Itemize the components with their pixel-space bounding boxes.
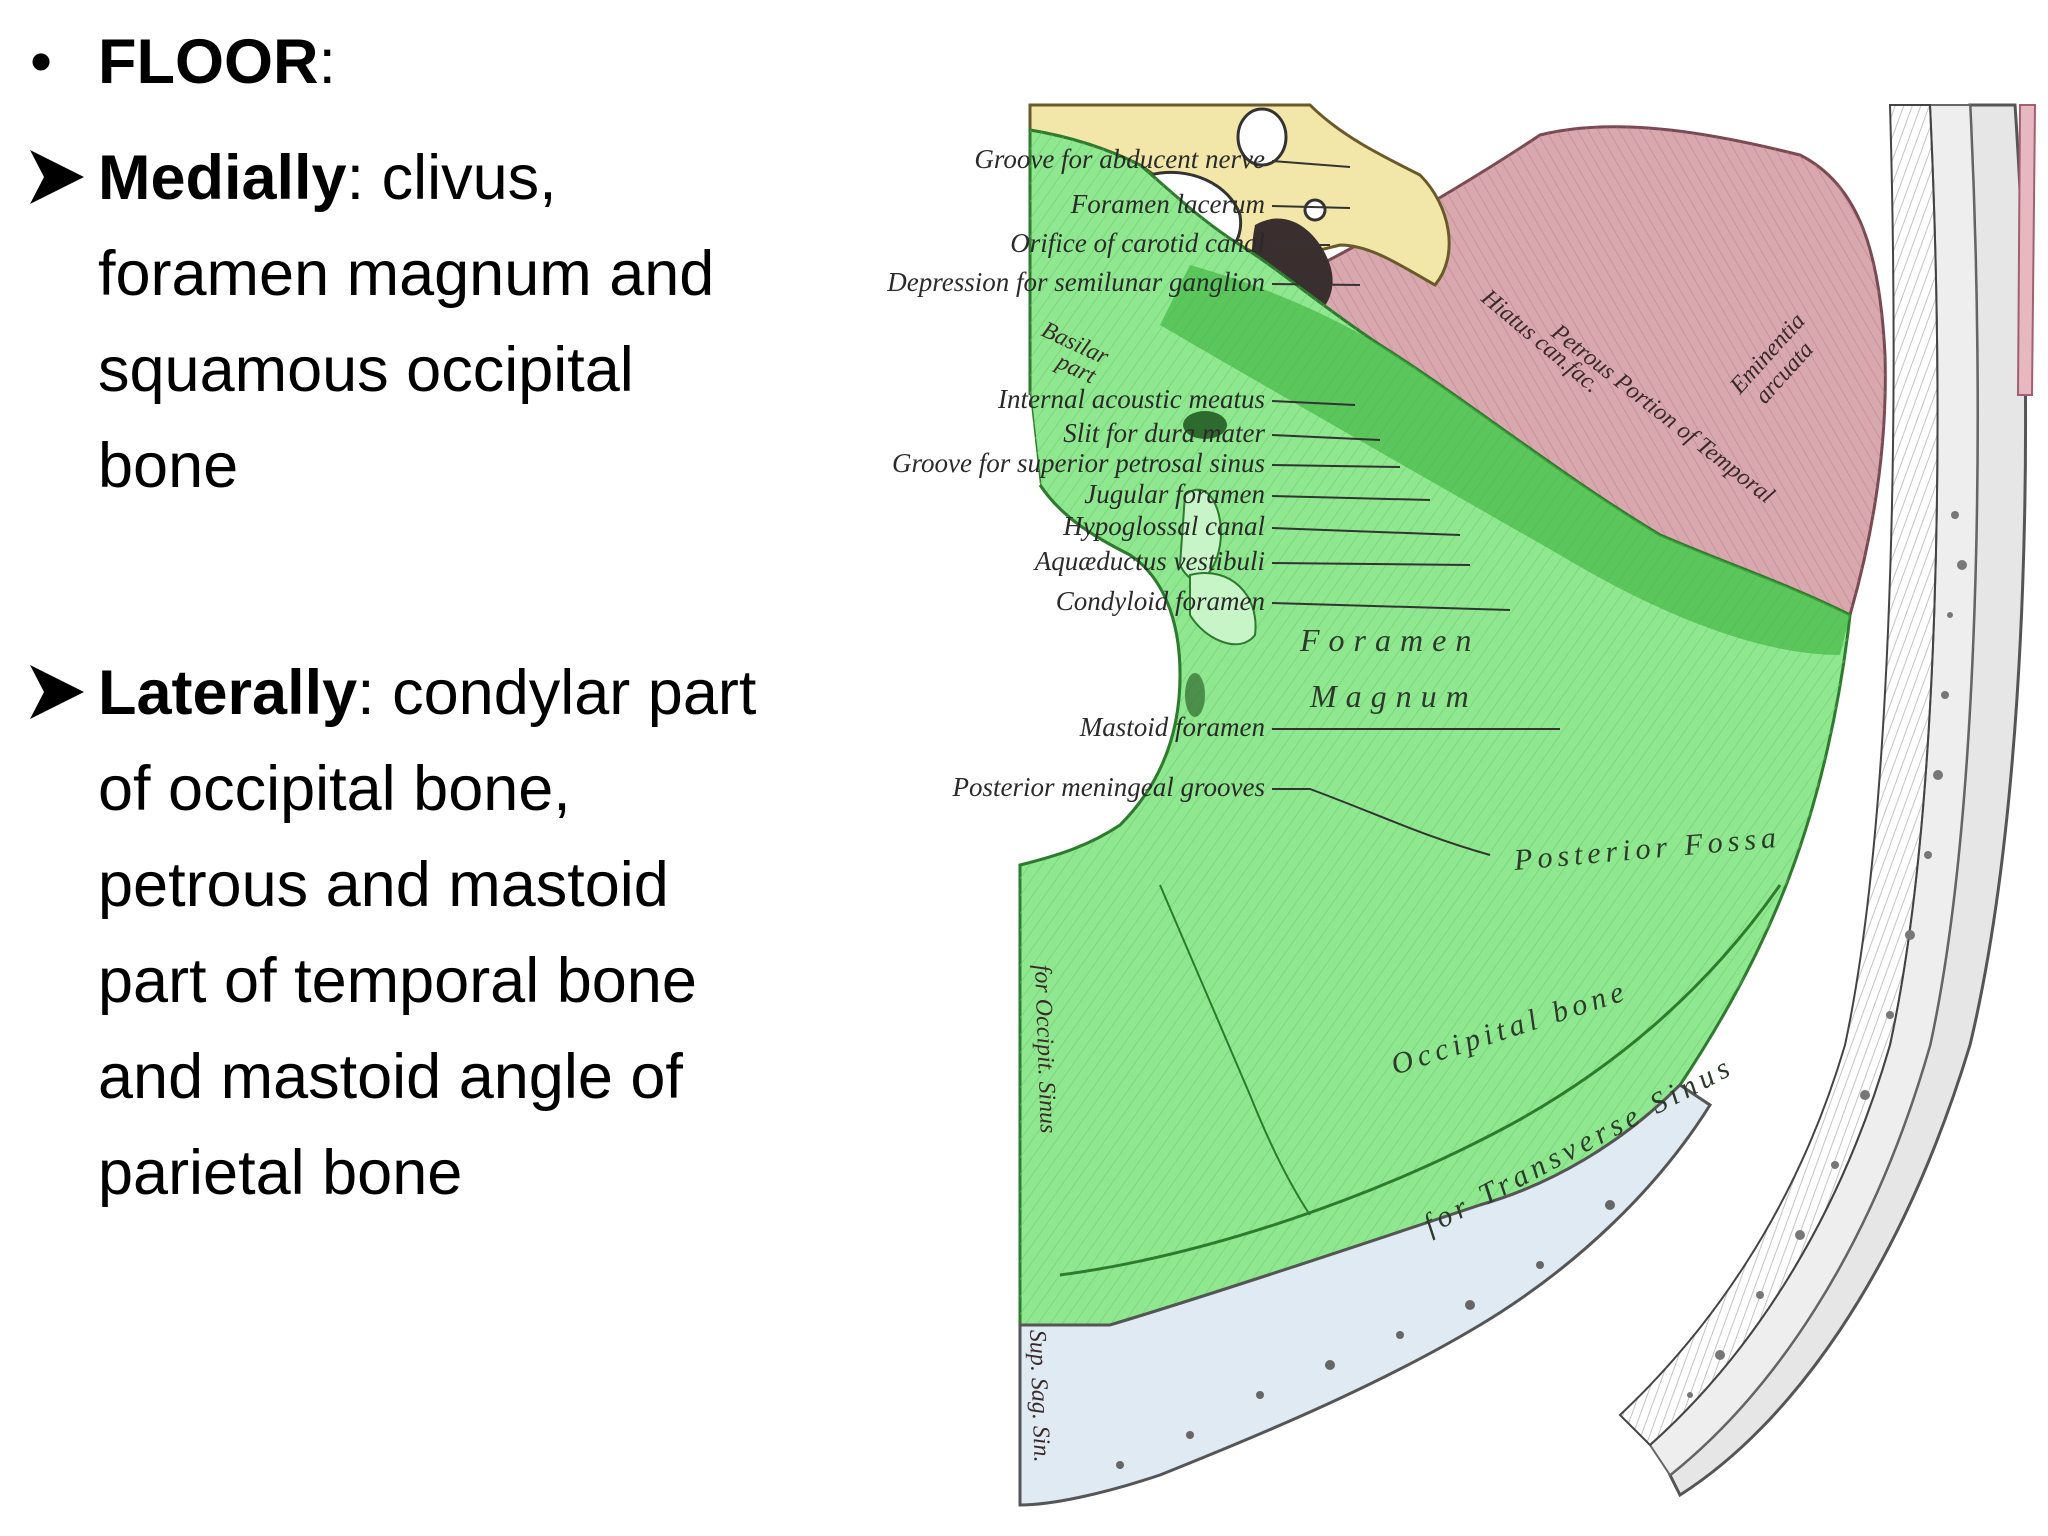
medially-keyword: Medially <box>98 143 347 213</box>
label-depression-semilunar-ganglion: Depression for semilunar ganglion <box>886 267 1265 297</box>
condyloid-foramen-hole <box>1185 673 1205 717</box>
label-mastoid-foramen: Mastoid foramen <box>1079 712 1265 742</box>
medially-line-4: bone <box>98 431 239 501</box>
floor-heading-label: FLOOR <box>98 27 319 97</box>
label-posterior-fossa: Posterior Fossa <box>1512 821 1782 877</box>
leader-lines <box>1271 160 1560 856</box>
label-groove-superior-petrosal-sinus: Groove for superior petrosal sinus <box>892 448 1265 478</box>
occipital-hatching <box>1020 130 1850 1325</box>
label-magnum: Magnum <box>1309 678 1478 714</box>
label-slit-dura-mater: Slit for dura mater <box>1063 418 1265 448</box>
meningeal-groove <box>1159 884 1311 1216</box>
laterally-line-6: parietal bone <box>98 1138 463 1208</box>
skull-base-illustration <box>1018 103 2037 1507</box>
label-transverse-sinus: for Transverse Sinus <box>1418 1049 1740 1241</box>
label-hypoglossal-canal: Hypoglossal canal <box>1062 511 1265 541</box>
label-orifice-carotid-canal: Orifice of carotid canal <box>1010 228 1265 258</box>
bullet-dot: • <box>30 27 53 97</box>
parietal-bottom-region <box>1018 1083 1713 1507</box>
label-condyloid-foramen: Condyloid foramen <box>1056 586 1265 616</box>
floor-heading-colon: : <box>318 27 336 97</box>
skull-wall-inner <box>1618 104 1939 1447</box>
medially-line-1: : clivus, <box>346 143 557 213</box>
label-jugular-foramen: Jugular foramen <box>1084 479 1265 509</box>
laterally-keyword: Laterally <box>98 658 358 728</box>
arrow-bullet-icon <box>30 150 84 204</box>
label-foramen: Foramen <box>1299 622 1480 658</box>
label-sup-sag-sin: Sup. Sag. Sin. <box>1024 1329 1055 1462</box>
medially-line-2: foramen magnum and <box>98 239 715 309</box>
label-occipit-sinus: for Occipit. Sinus <box>1029 964 1061 1133</box>
diploe-pores <box>1687 511 1967 1398</box>
bottom-bone-pores <box>1116 1200 1615 1469</box>
label-occipital-bone: Occipital bone <box>1387 974 1633 1082</box>
scalp-strip <box>2016 104 2037 396</box>
laterally-line-1: : condylar part <box>357 658 757 728</box>
internal-acoustic-meatus-hole <box>1183 411 1227 439</box>
medially-line-3: squamous occipital <box>98 335 634 405</box>
figure-labels: Groove for abducent nerve Foramen laceru… <box>886 144 1819 1463</box>
foramen-ovale <box>1236 107 1288 167</box>
petrous-ridge-dark <box>1160 265 1850 655</box>
laterally-line-3: petrous and mastoid <box>98 850 669 920</box>
label-aquaeductus-vestibuli: Aquæductus vestibuli <box>1033 546 1265 576</box>
label-posterior-meningeal-grooves: Posterior meningeal grooves <box>952 772 1265 802</box>
label-groove-abducent-nerve: Groove for abducent nerve <box>974 144 1265 174</box>
label-petrous-portion: Petrous Portion of Temporal <box>1546 319 1780 510</box>
arrow-bullet-icon <box>30 665 84 719</box>
label-internal-acoustic-meatus: Internal acoustic meatus <box>997 384 1265 414</box>
foramen-magnum-rim <box>1019 484 1182 867</box>
foramen-magnum-edge <box>1020 395 1180 865</box>
foramen-spinosum <box>1303 198 1327 222</box>
transverse-sinus-groove <box>1059 884 1782 1277</box>
posterior-fossa-figure: Groove for abducent nerve Foramen laceru… <box>860 95 2040 1515</box>
label-foramen-lacerum: Foramen lacerum <box>1070 189 1265 219</box>
laterally-line-4: part of temporal bone <box>98 946 697 1016</box>
laterally-line-2: of occipital bone, <box>98 754 571 824</box>
hypoglossal-canal-hole <box>1189 572 1257 646</box>
laterally-line-5: and mastoid angle of <box>98 1042 683 1112</box>
